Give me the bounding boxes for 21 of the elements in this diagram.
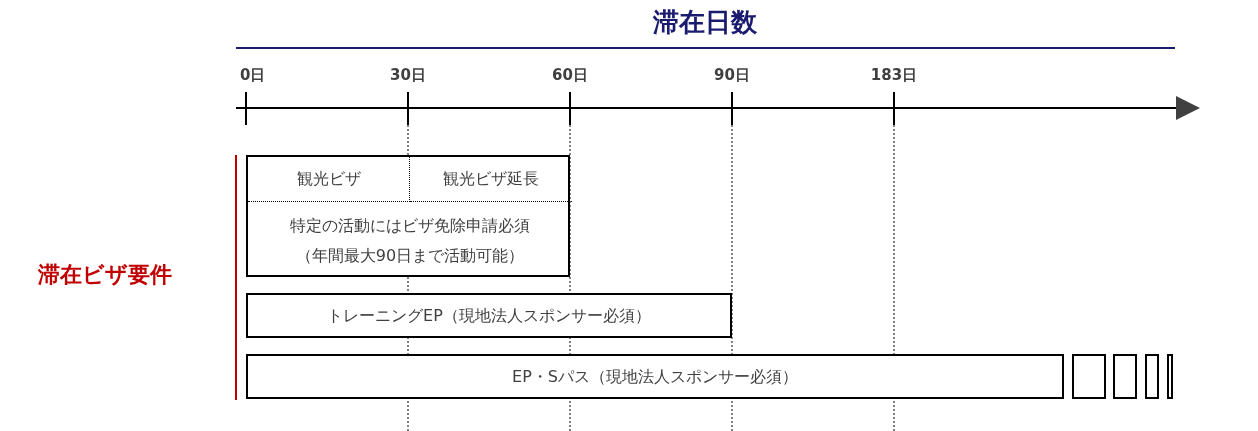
empty-box <box>1113 354 1137 399</box>
tick-label: 183日 <box>870 65 918 86</box>
tick-label: 60日 <box>552 65 588 86</box>
cell-text: 観光ビザ <box>296 168 361 190</box>
visa-bar <box>246 293 732 338</box>
empty-box <box>1145 354 1159 399</box>
cell-text: 観光ビザ延長 <box>443 168 539 190</box>
tick-label: 0日 <box>240 65 266 86</box>
cell-text: EP・Sパス（現地法人スポンサー必須） <box>512 365 798 388</box>
visa-bar <box>246 354 1064 399</box>
cell-text: （年間最大90日まで活動可能） <box>295 244 525 267</box>
empty-box <box>1072 354 1106 399</box>
tick-label: 90日 <box>714 65 750 86</box>
tick-label: 30日 <box>390 65 426 86</box>
cell-text: トレーニングEP（現地法人スポンサー必須） <box>327 304 651 327</box>
table-cell <box>248 157 410 202</box>
empty-box <box>246 155 570 277</box>
chart-title: 滞在日数 <box>652 6 758 39</box>
empty-box <box>1167 354 1173 399</box>
cell-text: 特定の活動にはビザ免除申請必須 <box>290 214 530 237</box>
side-label: 滞在ビザ要件 <box>38 261 172 289</box>
